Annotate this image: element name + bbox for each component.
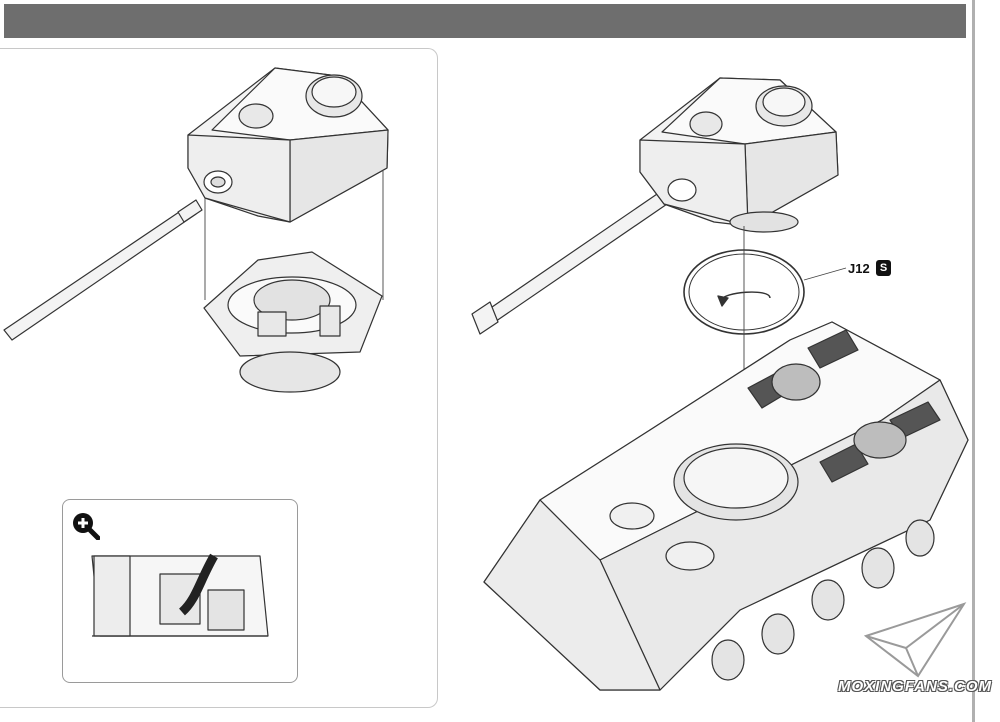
left-gun-barrel <box>3 199 203 341</box>
page-edge <box>972 0 975 722</box>
rotate-arrow-icon <box>717 291 771 307</box>
part-sprue-badge: S <box>876 260 891 276</box>
left-turret <box>187 67 389 223</box>
left-step-panel <box>0 48 438 708</box>
header-bar <box>4 4 966 38</box>
road-wheels <box>711 519 935 681</box>
right-turret <box>639 77 839 233</box>
magnify-plus-icon <box>73 513 100 540</box>
watermark-text: MOXINGFANS.COM <box>838 678 993 695</box>
detail-inset-drawing <box>91 553 269 637</box>
left-turret-basket <box>203 251 383 393</box>
paper-plane-logo <box>863 602 967 678</box>
part-number-label: J12 <box>848 261 870 276</box>
detail-inset-box <box>62 499 298 683</box>
left-guide-lines <box>204 170 384 300</box>
right-gun-barrel <box>471 191 671 335</box>
tank-hull <box>483 321 969 691</box>
